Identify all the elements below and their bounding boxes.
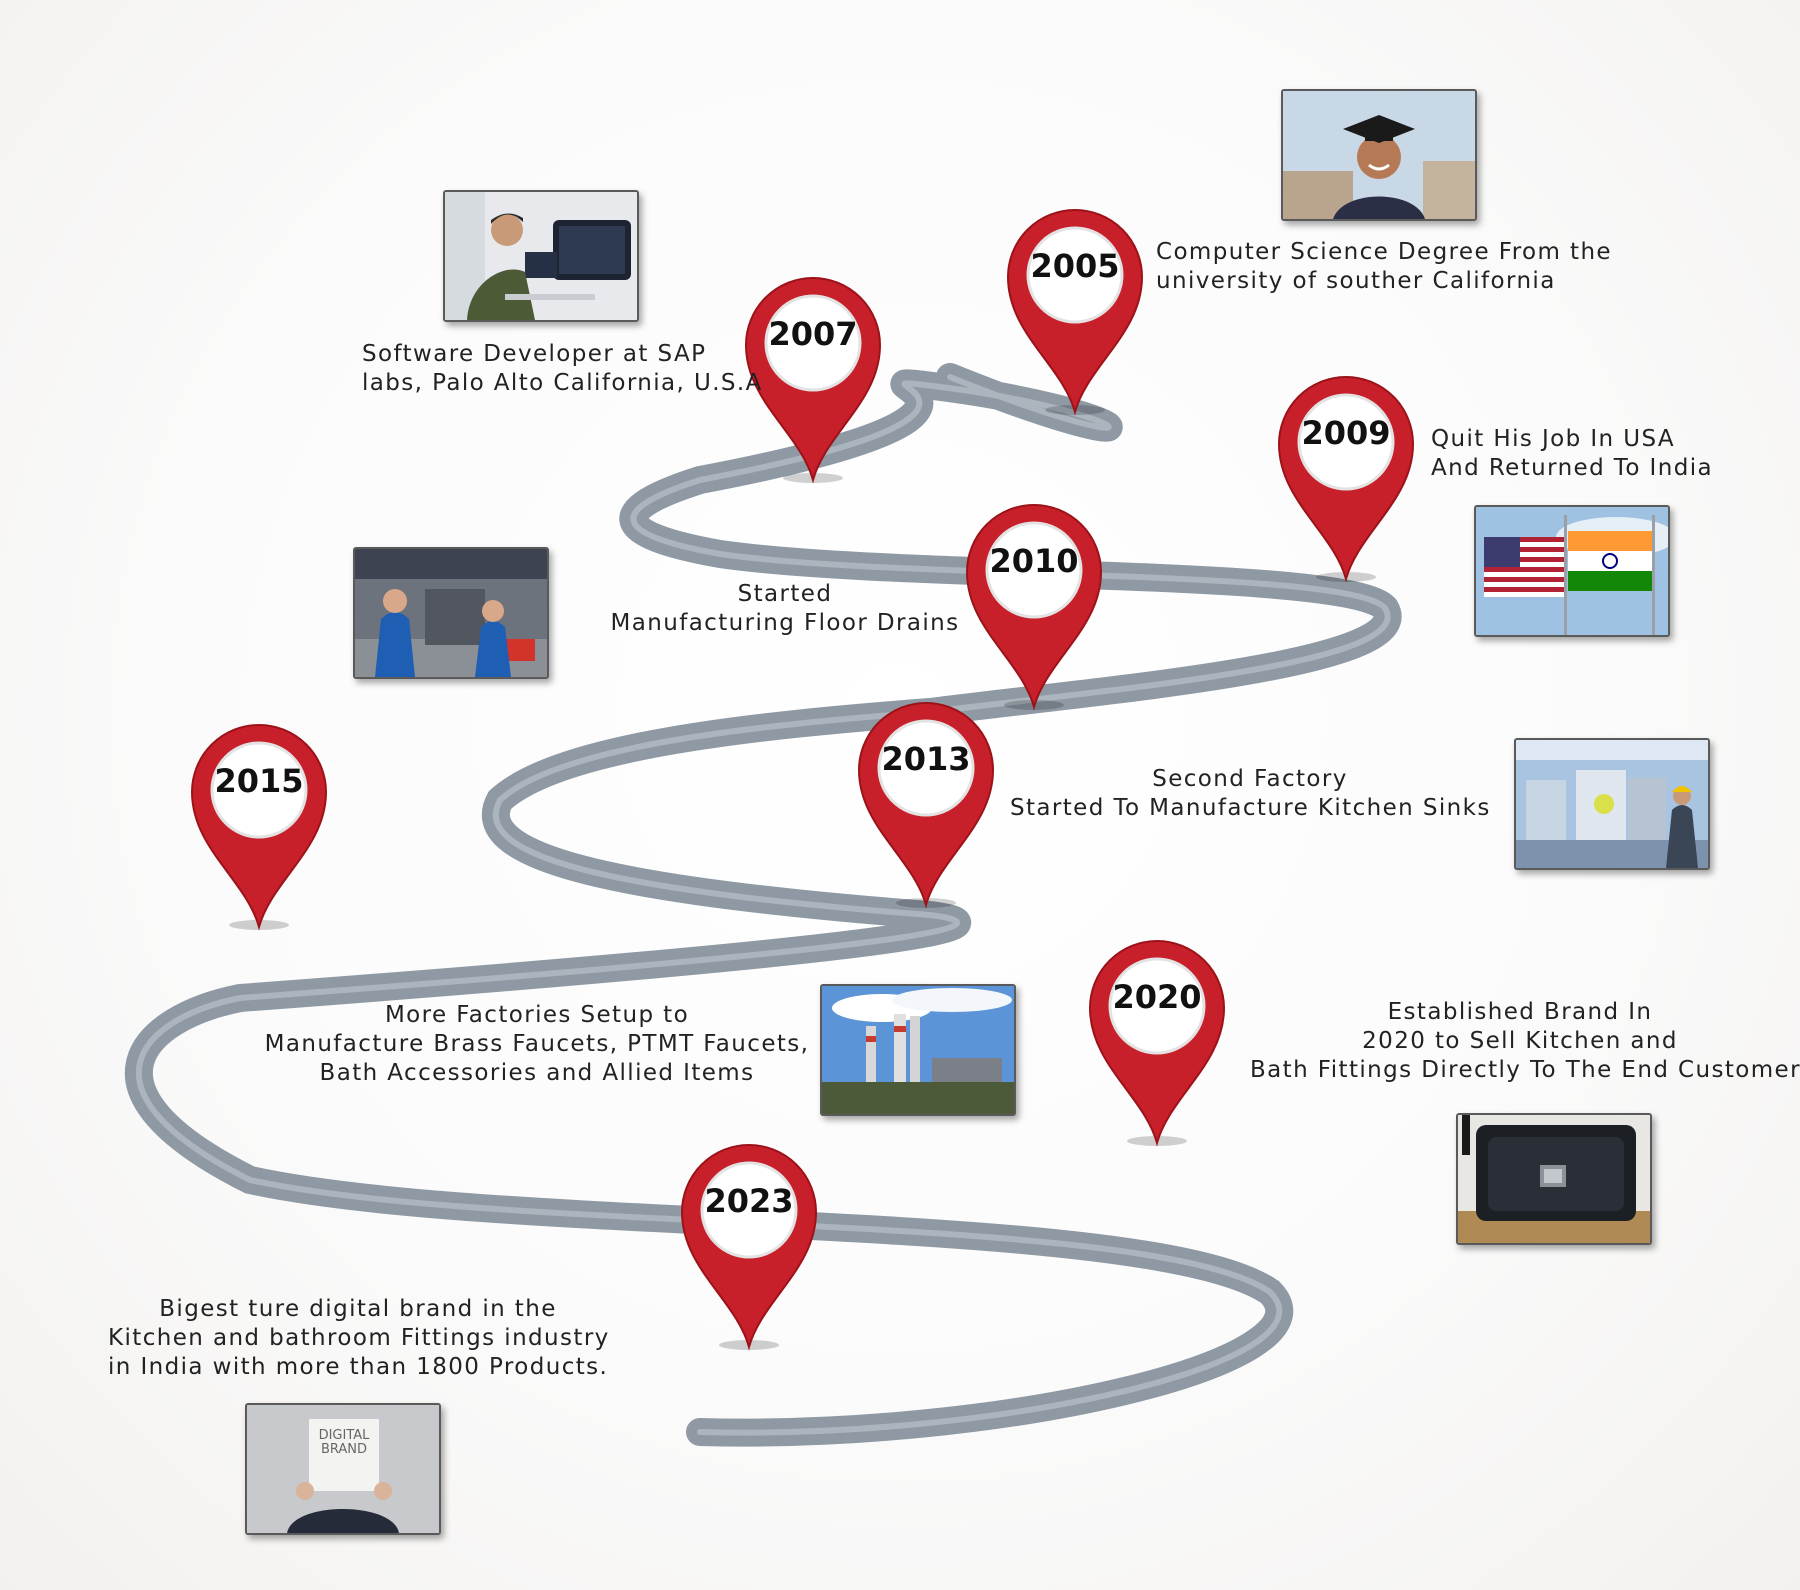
flags-photo — [1474, 505, 1670, 637]
pin-year: 2015 — [184, 762, 334, 800]
milestone-text-2013: Second Factory Started To Manufacture Ki… — [1010, 765, 1490, 823]
pin-year: 2005 — [1000, 247, 1150, 285]
milestone-text-2005: Computer Science Degree From the univers… — [1156, 238, 1612, 296]
pin-2013: 2013 — [851, 698, 1001, 913]
milestone-text-2020: Established Brand In 2020 to Sell Kitche… — [1250, 998, 1790, 1085]
pin-2010: 2010 — [959, 500, 1109, 715]
milestone-text-2023: Bigest ture digital brand in the Kitchen… — [108, 1295, 608, 1382]
pin-2009: 2009 — [1271, 372, 1421, 587]
digital-brand-line2: BRAND — [321, 1442, 367, 1457]
milestone-text-2010: Started Manufacturing Floor Drains — [610, 580, 960, 638]
pin-2015: 2015 — [184, 720, 334, 935]
pin-year: 2020 — [1082, 978, 1232, 1016]
digital-brand-line1: DIGITAL — [319, 1428, 371, 1443]
pin-year: 2009 — [1271, 414, 1421, 452]
pin-2020: 2020 — [1082, 936, 1232, 1151]
pin-year: 2023 — [674, 1182, 824, 1220]
graduate-photo — [1281, 89, 1477, 221]
pin-year: 2010 — [959, 542, 1109, 580]
developer-photo — [443, 190, 639, 322]
factory-floor-photo — [1514, 738, 1710, 870]
pin-2023: 2023 — [674, 1140, 824, 1355]
kitchen-sink-photo — [1456, 1113, 1652, 1245]
milestone-text-2009: Quit His Job In USA And Returned To Indi… — [1431, 425, 1713, 483]
milestone-text-2007: Software Developer at SAP labs, Palo Alt… — [362, 340, 763, 398]
industrial-plant-photo — [820, 984, 1016, 1116]
digital-brand-photo: DIGITAL BRAND — [245, 1403, 441, 1535]
pin-year: 2013 — [851, 740, 1001, 778]
factory-workers-photo — [353, 547, 549, 679]
pin-2005: 2005 — [1000, 205, 1150, 420]
milestone-text-2015: More Factories Setup to Manufacture Bras… — [262, 1001, 812, 1088]
